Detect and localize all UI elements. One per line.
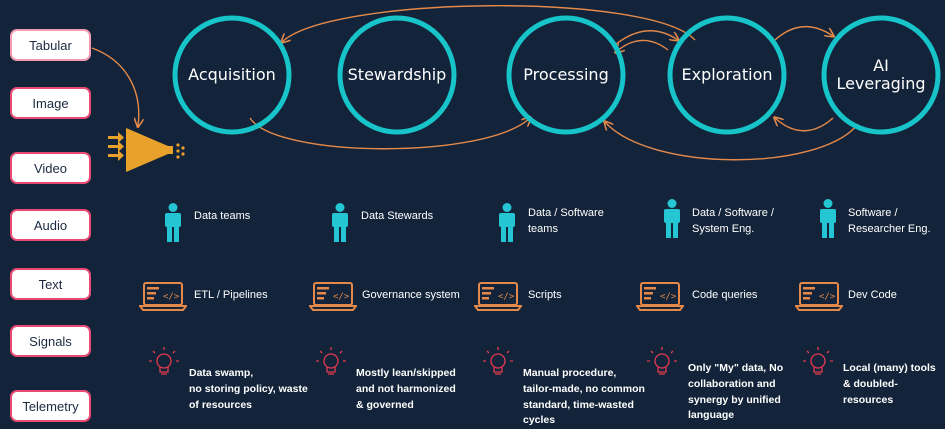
- issue-label-ai-leveraging: Local (many) tools & doubled- resources: [843, 362, 936, 406]
- stage-circle-stewardship: [337, 15, 457, 135]
- svg-text:</>: </>: [163, 292, 180, 302]
- lightbulb-icon: [149, 347, 179, 375]
- person-icon: [332, 203, 348, 242]
- laptop-code-icon: </>: [139, 282, 187, 311]
- source-label: Tabular: [29, 37, 72, 53]
- stage-circle-exploration: [667, 15, 787, 135]
- tool-label-exploration: Code queries: [692, 289, 758, 301]
- stage-label-ai-leveraging: AI Leveraging: [836, 55, 926, 93]
- stage-label-exploration: Exploration: [681, 64, 773, 84]
- source-label: Signals: [29, 333, 72, 349]
- issue-label-acquisition: Data swamp, no storing policy, waste of …: [189, 367, 308, 411]
- stage-label-acquisition: Acquisition: [188, 64, 276, 84]
- funnel-icon: [108, 128, 185, 172]
- tool-label-processing: Scripts: [528, 289, 562, 301]
- source-signals: Signals: [10, 325, 91, 357]
- stage-circle-processing: [506, 15, 626, 135]
- role-label-acquisition: Data teams: [194, 210, 251, 222]
- source-tabular: Tabular: [10, 29, 91, 61]
- lightbulb-icon: [803, 347, 833, 375]
- source-text: Text: [10, 268, 91, 300]
- svg-text:</>: </>: [660, 292, 677, 302]
- source-audio: Audio: [10, 209, 91, 241]
- tool-label-stewardship: Governance system: [362, 289, 460, 301]
- source-image: Image: [10, 87, 91, 119]
- lightbulb-icon: [647, 347, 677, 375]
- issue-label-stewardship: Mostly lean/skipped and not harmonized &…: [356, 367, 456, 411]
- person-icon: [499, 203, 515, 242]
- stage-label-processing: Processing: [523, 64, 609, 84]
- back-arrow-ai-expl: [775, 118, 834, 132]
- laptop-code-icon: </>: [636, 282, 684, 311]
- flow-arrow-bottom: [249, 118, 530, 150]
- laptop-code-icon: </>: [795, 282, 843, 311]
- tool-label-acquisition: ETL / Pipelines: [194, 289, 268, 301]
- back-arrow-expl-proc: [616, 39, 669, 52]
- svg-text:</>: </>: [333, 292, 350, 302]
- laptop-code-icon: </>: [474, 282, 522, 311]
- person-icon: [664, 199, 680, 238]
- source-label: Video: [33, 160, 67, 176]
- source-label: Telemetry: [22, 398, 79, 414]
- svg-text:</>: </>: [819, 292, 836, 302]
- person-icon: [165, 203, 181, 242]
- lightbulb-icon: [483, 347, 513, 375]
- source-telemetry: Telemetry: [10, 390, 91, 422]
- stage-circle-ai: [821, 15, 941, 135]
- role-label-ai-leveraging: Software / Researcher Eng.: [848, 207, 931, 235]
- svg-text:</>: </>: [498, 292, 515, 302]
- lightbulb-icon: [316, 347, 346, 375]
- source-video: Video: [10, 152, 91, 184]
- feedback-arrow-bottom: [605, 122, 859, 161]
- stage-circle-acquisition: [172, 15, 292, 135]
- source-label: Audio: [33, 217, 68, 233]
- issue-label-processing: Manual procedure, tailor-made, no common…: [523, 367, 645, 427]
- laptop-code-icon: </>: [309, 282, 357, 311]
- role-label-stewardship: Data Stewards: [361, 210, 434, 222]
- ingest-arrow: [91, 47, 139, 126]
- source-label: Text: [38, 276, 63, 292]
- role-label-exploration: Data / Software / System Eng.: [692, 207, 774, 235]
- role-label-processing: Data / Software teams: [528, 207, 604, 235]
- issue-label-exploration: Only "My" data, No collaboration and syn…: [688, 362, 784, 422]
- stage-label-stewardship: Stewardship: [347, 64, 447, 84]
- tool-label-ai-leveraging: Dev Code: [848, 289, 897, 301]
- flow-arrow-proc-expl: [615, 30, 678, 45]
- person-icon: [820, 199, 836, 238]
- flow-arrow-expl-ai: [774, 26, 833, 41]
- feedback-arrow-top: [282, 5, 696, 42]
- source-label: Image: [32, 95, 69, 111]
